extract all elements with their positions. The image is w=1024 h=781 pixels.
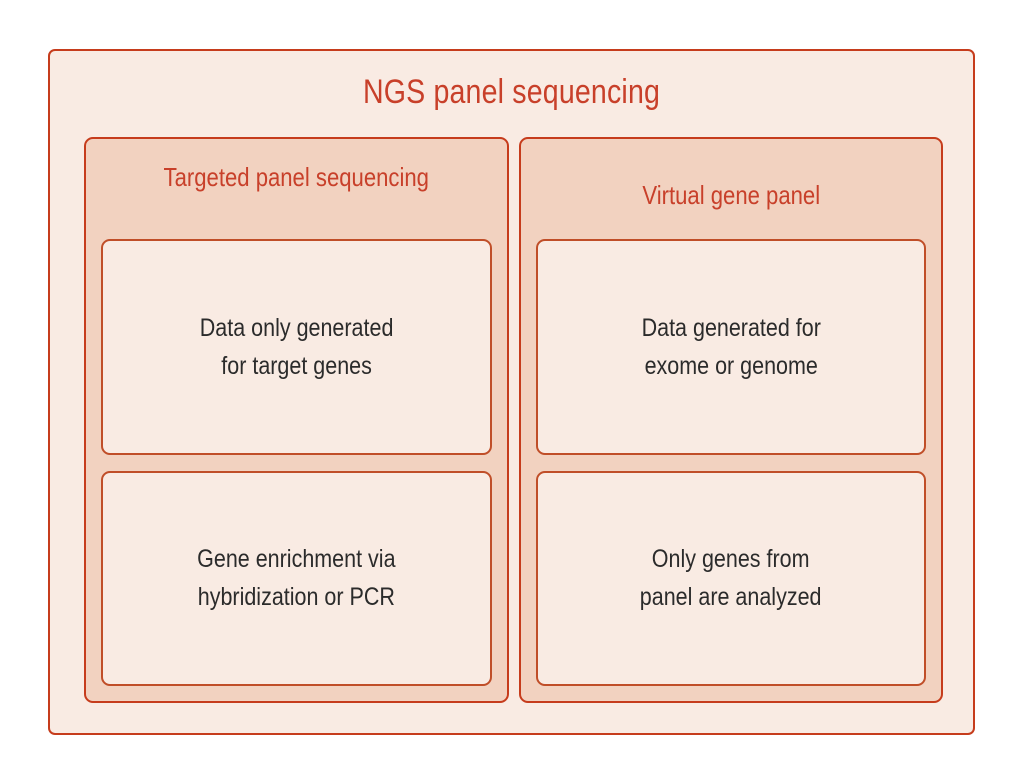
- ngs-panel-diagram: NGS panel sequencing Targeted panel sequ…: [48, 49, 975, 735]
- info-box-right-1: Data generated for exome or genome: [535, 239, 926, 455]
- panel-boxes-left: Data only generated for target genes Gen…: [101, 239, 492, 686]
- info-box-left-2-text: Gene enrichment via hybridization or PCR: [197, 545, 396, 612]
- diagram-columns: Targeted panel sequencing Data only gene…: [84, 137, 943, 703]
- panel-header-virtual-gene-panel: Virtual gene panel: [641, 180, 820, 210]
- info-box-right-2: Only genes from panel are analyzed: [535, 470, 926, 686]
- info-box-left-2: Gene enrichment via hybridization or PCR: [101, 470, 492, 686]
- panel-boxes-right: Data generated for exome or genome Only …: [535, 239, 926, 686]
- panel-virtual-gene-panel: Virtual gene panel Data generated for ex…: [518, 137, 943, 703]
- info-box-right-2-text: Only genes from panel are analyzed: [639, 545, 822, 612]
- info-box-left-1: Data only generated for target genes: [101, 239, 492, 455]
- diagram-title: NGS panel sequencing: [362, 73, 661, 111]
- panel-targeted-panel-sequencing: Targeted panel sequencing Data only gene…: [84, 137, 509, 703]
- info-box-left-1-text: Data only generated for target genes: [199, 313, 394, 380]
- panel-header-targeted-panel-sequencing: Targeted panel sequencing: [163, 162, 429, 192]
- info-box-right-1-text: Data generated for exome or genome: [641, 313, 821, 380]
